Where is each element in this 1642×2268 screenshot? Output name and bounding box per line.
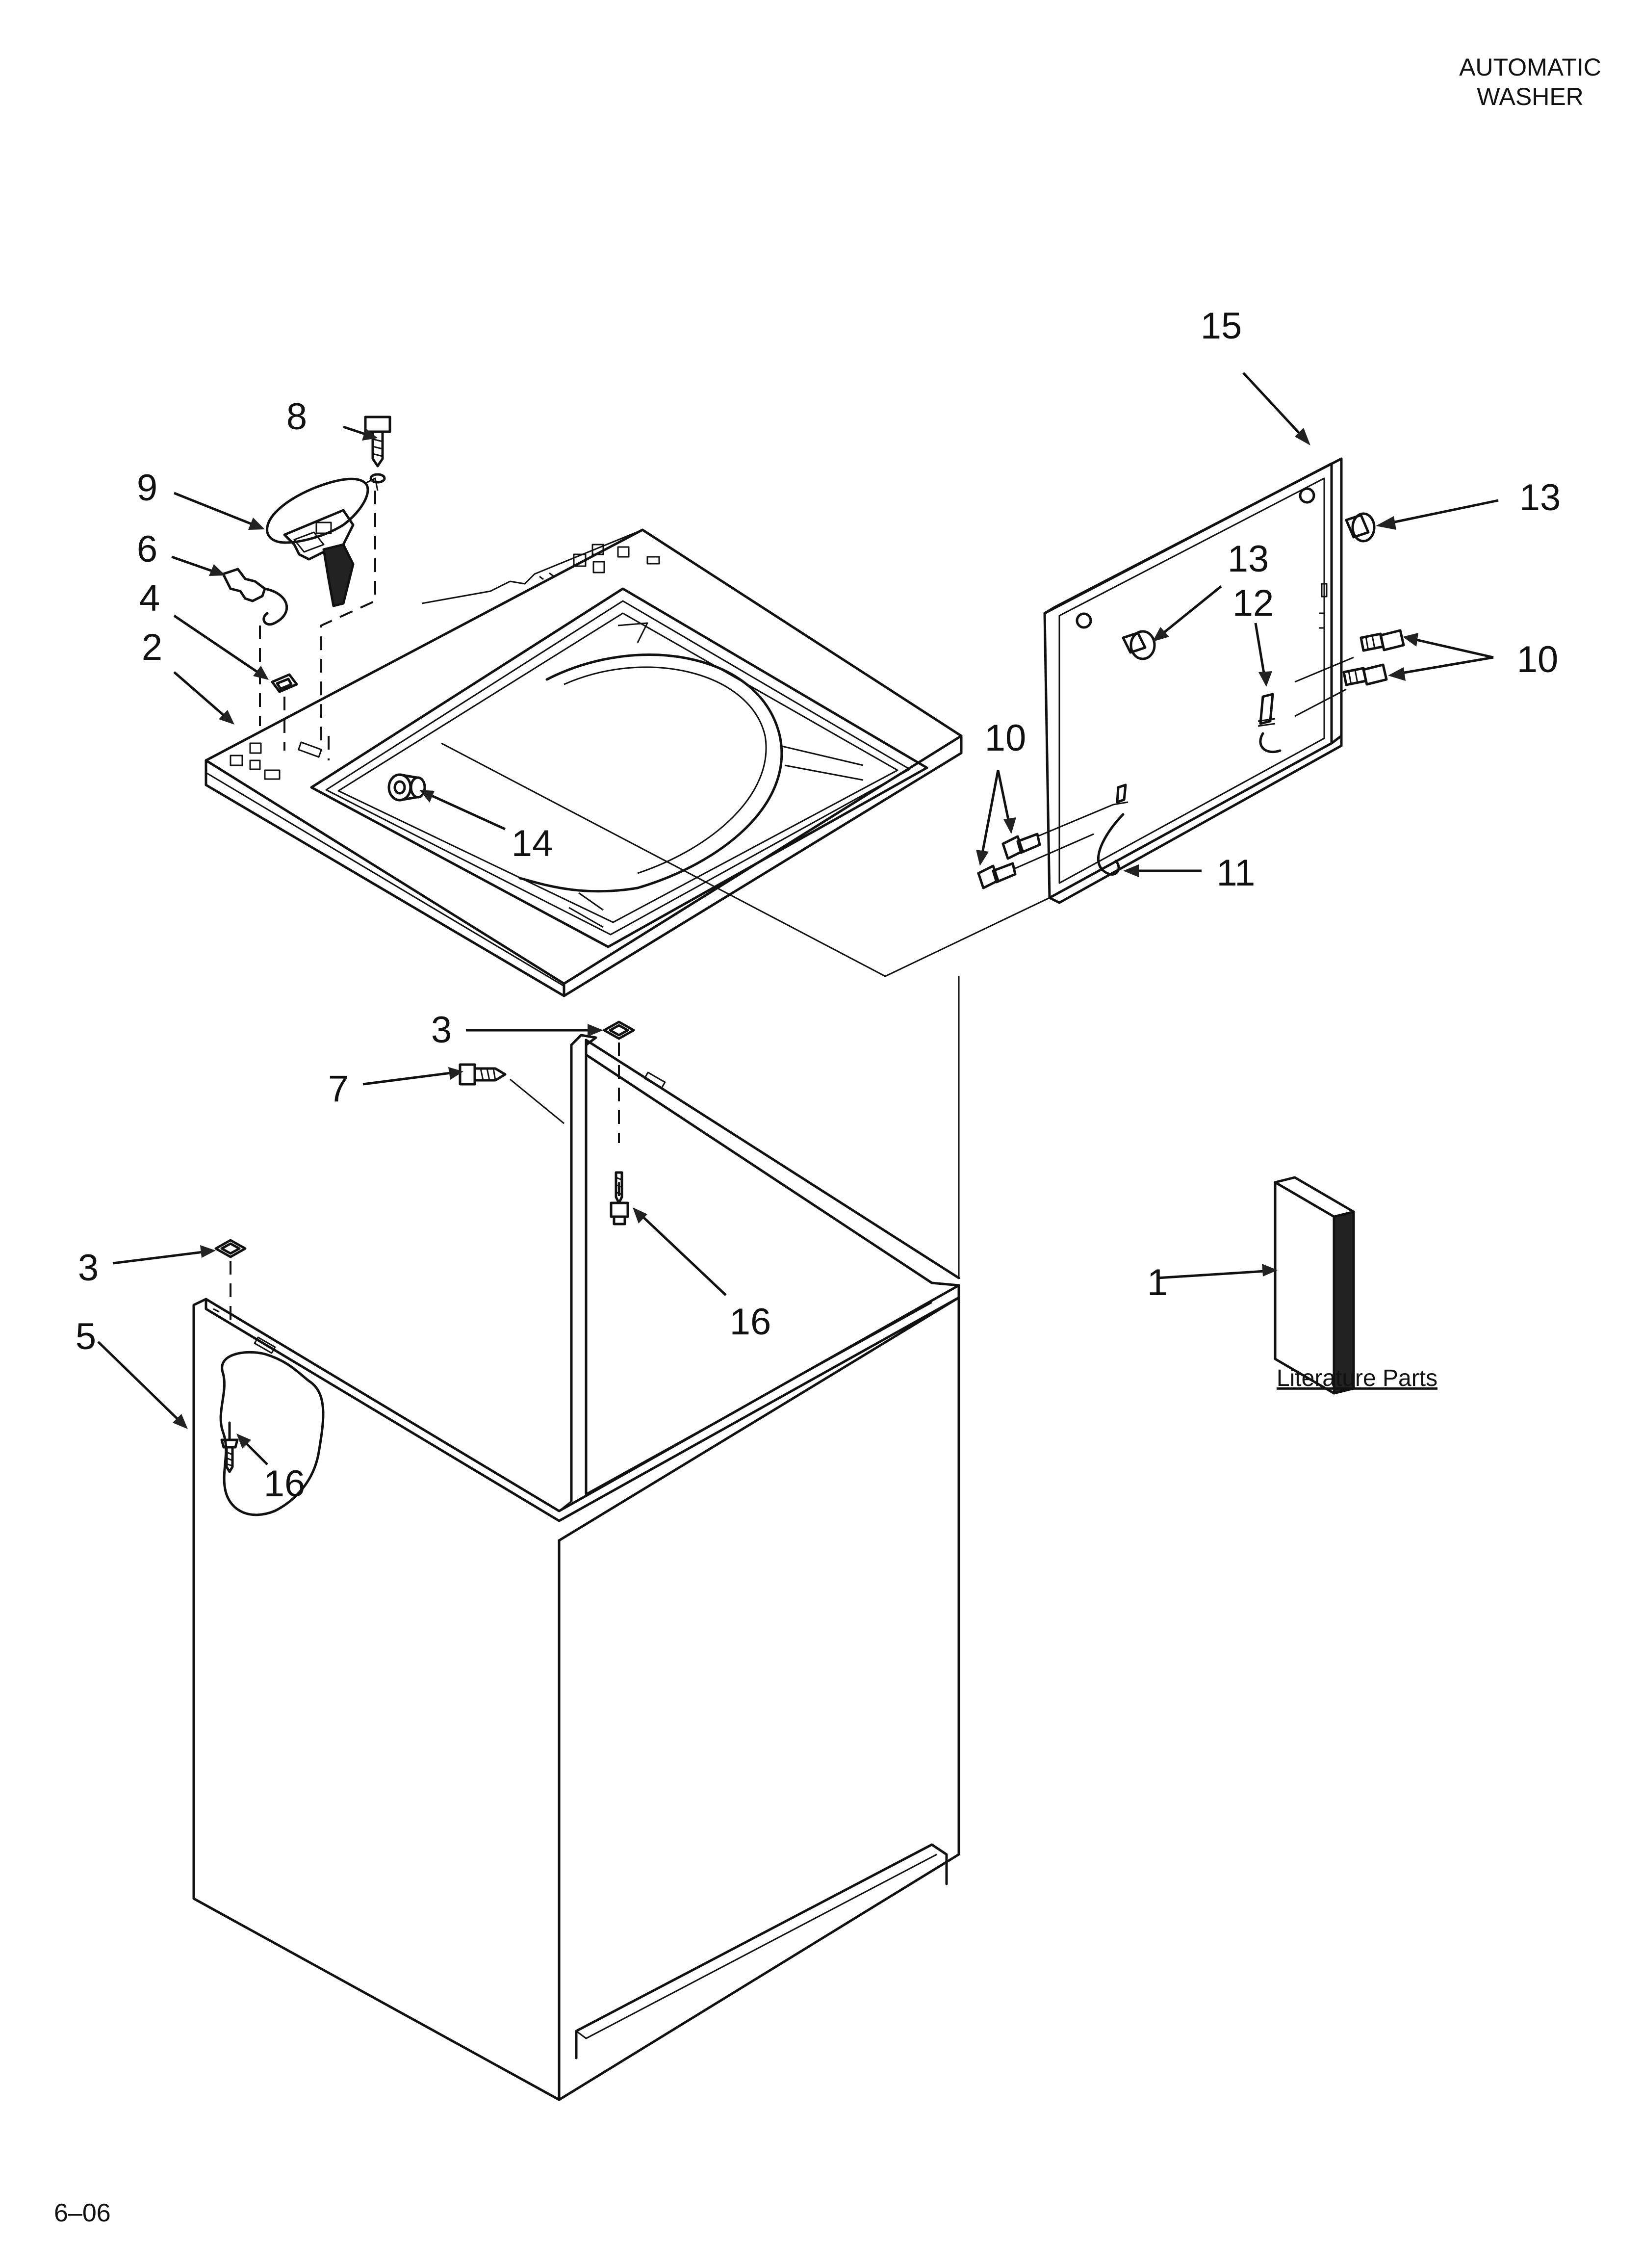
washer-top-drawing	[205, 528, 963, 997]
callout-12: 12	[1232, 582, 1274, 624]
header-line-1: AUTOMATIC	[1459, 53, 1601, 81]
callout-3-top: 3	[431, 1009, 452, 1051]
callout-2: 2	[142, 626, 162, 668]
clip-icon	[603, 1020, 635, 1199]
hinge-icon	[1257, 693, 1282, 754]
clip-icon	[222, 568, 288, 726]
screw-icon	[1360, 629, 1405, 652]
callout-4: 4	[139, 577, 160, 619]
callout-16-rear: 16	[730, 1301, 771, 1343]
screw-icon	[977, 862, 1017, 889]
header-line-2: WASHER	[1477, 83, 1584, 110]
callout-16-cutaway: 16	[264, 1463, 306, 1505]
cabinet-drawing	[192, 1034, 960, 2101]
callout-10-left: 10	[985, 717, 1026, 759]
callout-5: 5	[76, 1316, 96, 1357]
callout-8: 8	[286, 396, 307, 438]
footer-code: 6–06	[54, 2199, 111, 2227]
screw-icon	[610, 1171, 629, 1225]
lid-switch-icon	[266, 477, 379, 760]
callout-11: 11	[1217, 852, 1256, 894]
callout-15: 15	[1201, 305, 1242, 347]
plug-icon	[387, 773, 426, 802]
hinge-icon	[1097, 783, 1129, 876]
literature-book-drawing	[1274, 1176, 1355, 1395]
clip-icon	[214, 1239, 247, 1325]
screw-icon	[220, 1421, 239, 1473]
bumper-icon	[1345, 512, 1376, 543]
arrowheads	[173, 428, 1418, 1449]
callout-9: 9	[137, 467, 157, 509]
callout-7: 7	[328, 1068, 349, 1110]
callout-13-right: 13	[1519, 477, 1561, 519]
leader-lines	[97, 372, 1499, 1465]
callout-1: 1	[1147, 1262, 1168, 1303]
clip-icon	[271, 673, 298, 751]
screw-icon	[1001, 833, 1041, 860]
callout-10-right: 10	[1517, 639, 1559, 680]
bumper-icon	[1122, 630, 1156, 660]
callout-3-left: 3	[78, 1247, 99, 1289]
screw-icon	[459, 1063, 564, 1124]
screw-icon	[364, 416, 391, 484]
screw-icon	[1342, 663, 1388, 686]
callout-14: 14	[512, 823, 553, 864]
callout-6: 6	[137, 528, 157, 570]
callout-13-inner: 13	[1228, 538, 1269, 580]
literature-parts-label: Literature Parts	[1277, 1365, 1437, 1391]
lid-drawing	[1043, 457, 1343, 904]
